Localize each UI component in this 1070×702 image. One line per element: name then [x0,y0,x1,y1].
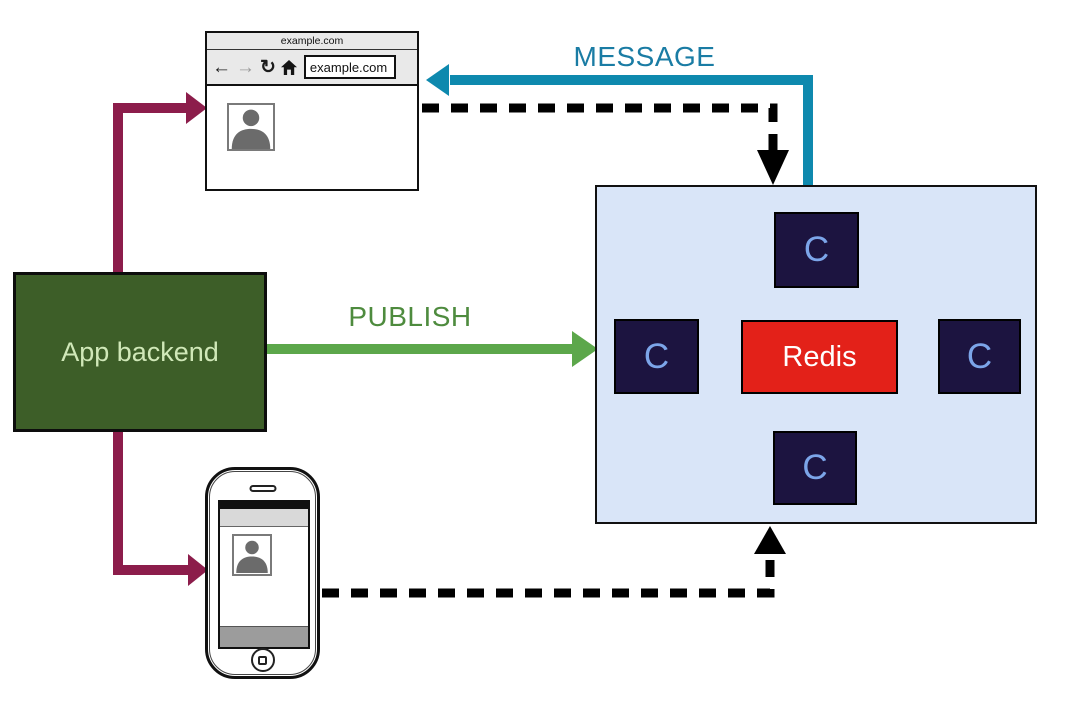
publish-arrow [267,331,598,367]
refresh-icon: ↻ [260,56,276,78]
address-bar-input [303,55,396,79]
home-icon [280,59,297,75]
phone-header-bar [220,509,308,527]
browser-window: example.com ← → ↻ [205,31,419,191]
backend-to-browser-arrow [113,92,207,273]
browser-title: example.com [207,33,417,50]
publish-label: PUBLISH [348,301,472,332]
browser-toolbar: ← → ↻ [207,50,417,86]
smartphone [205,467,320,679]
client-box-top: C [774,212,859,288]
backend-to-phone-arrow [113,431,208,586]
browser-to-cluster-dashed-arrow [422,103,789,185]
client-box-bottom: C [773,431,857,505]
message-label: MESSAGE [573,41,716,72]
phone-earpiece [249,485,276,492]
redis-cluster-box: C C Redis C C [595,185,1037,524]
phone-user-avatar [232,534,272,576]
redis-box: Redis [741,320,898,394]
phone-content [220,527,308,626]
forward-arrow-icon: → [236,56,255,78]
phone-home-button [250,648,275,672]
phone-statusbar [220,502,308,509]
home-button-square-icon [258,655,267,665]
client-box-right: C [938,319,1021,394]
phone-footer-bar [220,626,308,647]
user-avatar [227,103,275,151]
phone-screen [218,500,310,649]
phone-to-cluster-dashed-arrow [322,526,786,598]
browser-content [207,86,417,189]
message-arrow [426,64,813,185]
phone-bezel-line [209,471,316,675]
client-box-left: C [614,319,699,394]
back-arrow-icon: ← [212,56,231,78]
person-silhouette-icon [231,109,271,149]
app-backend-box: App backend [13,272,267,432]
app-backend-label: App backend [61,336,219,367]
person-silhouette-icon [236,540,268,573]
